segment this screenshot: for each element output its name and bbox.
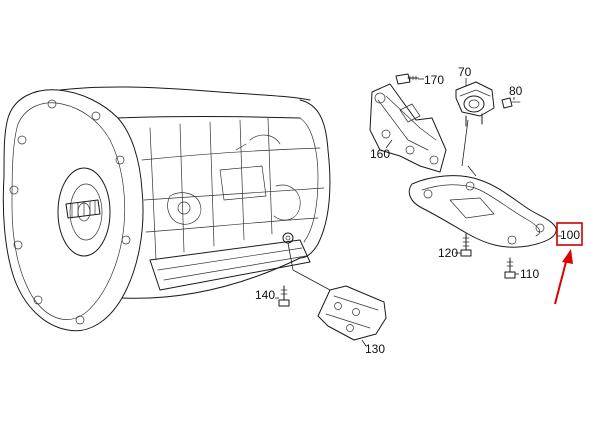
callout-160: 160 — [370, 147, 390, 161]
highlight-arrow — [554, 249, 573, 305]
callout-170: 170 — [424, 73, 444, 87]
callout-130: 130 — [365, 342, 385, 356]
bracket-130 — [317, 285, 387, 341]
callout-110: 110 — [520, 267, 539, 281]
callout-80: 80 — [509, 84, 523, 98]
callout-100: 100 — [560, 228, 580, 242]
bolt-170 — [395, 73, 419, 85]
bracket-160 — [369, 83, 447, 173]
bolt-110 — [504, 257, 516, 279]
callout-70: 70 — [458, 65, 472, 79]
crossmember-100 — [408, 175, 557, 248]
leader-lines — [275, 78, 562, 347]
mount-70 — [455, 81, 495, 127]
callout-140: 140 — [255, 288, 275, 302]
bolt-80 — [501, 97, 521, 109]
bolt-140 — [278, 285, 290, 307]
highlight-box — [556, 222, 583, 246]
callout-120: 120 — [438, 246, 458, 260]
bolt-120 — [460, 233, 472, 257]
